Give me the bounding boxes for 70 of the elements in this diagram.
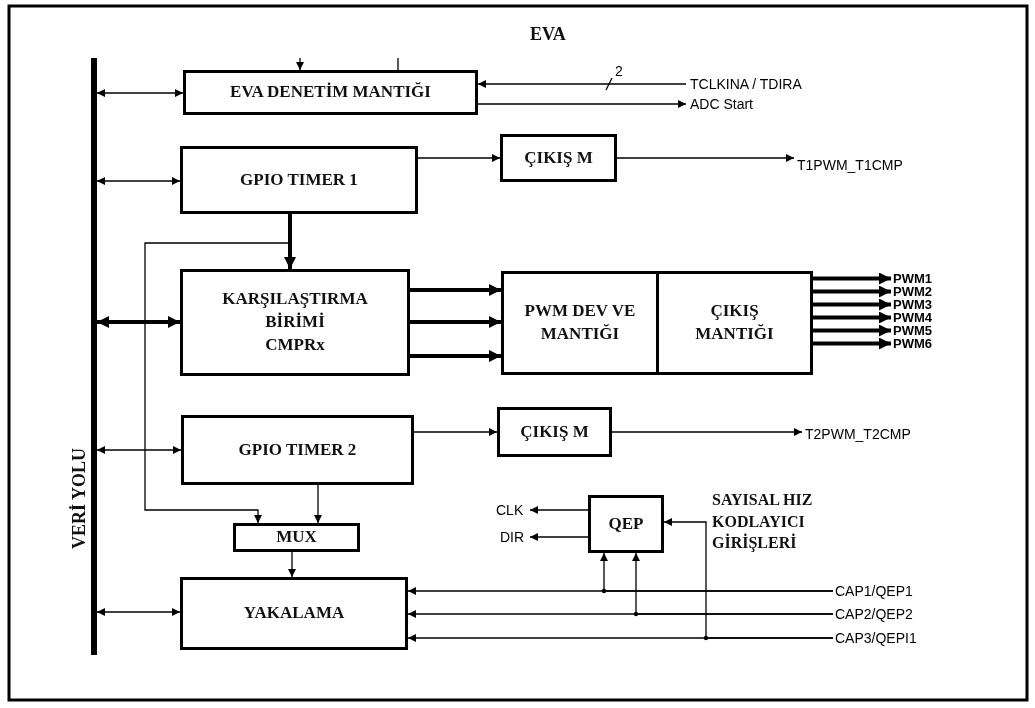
block-box	[497, 407, 612, 457]
arrow	[632, 552, 834, 615]
diagram-title: EVA	[530, 24, 566, 45]
block-label: KARŞILAŞTIRMA BİRİMİ CMPRx	[221, 288, 369, 356]
arrow	[611, 428, 803, 436]
block-label: YAKALAMA	[243, 602, 345, 625]
arrow	[314, 484, 322, 524]
arrow	[97, 316, 180, 328]
block-label: GPIO TIMER 2	[238, 438, 357, 461]
block-label: MUX	[276, 526, 317, 549]
arrow	[96, 177, 181, 185]
signal-label: CAP1/QEP1	[835, 582, 913, 600]
arrow	[410, 284, 501, 296]
arrow	[529, 506, 589, 514]
arrow	[477, 100, 687, 108]
arrow	[813, 324, 891, 337]
bus-label: VERİ YOLU	[68, 448, 90, 549]
group-heading: SAYISAL HIZ KODLAYICI GİRİŞLERİ	[712, 490, 814, 554]
arrow	[813, 285, 891, 298]
arrow	[477, 80, 687, 88]
arrow	[529, 533, 589, 541]
signal-label: PWM5	[893, 324, 932, 337]
arrow	[413, 428, 498, 436]
block-label: ÇIKIŞ MANTIĞI	[694, 300, 775, 345]
arrow	[296, 57, 304, 71]
signal-label: PWM1	[893, 272, 932, 285]
block-label: ÇIKIŞ M	[524, 146, 593, 169]
arrow	[96, 608, 181, 616]
block-box	[588, 495, 664, 553]
signal-label: PWM6	[893, 337, 932, 350]
block-label: PWM DEV VE MANTIĞI	[524, 300, 636, 345]
block-box	[180, 146, 418, 214]
arrow	[417, 154, 501, 162]
signal-label: PWM4	[893, 311, 932, 324]
block-label: EVA DENETİM MANTIĞI	[230, 81, 431, 104]
block-box	[180, 577, 408, 650]
block-label: QEP	[608, 512, 644, 535]
signal-label: PWM3	[893, 298, 932, 311]
signal-label: T2PWM_T2CMP	[805, 425, 911, 443]
arrow	[284, 214, 296, 269]
signal-label: DIR	[500, 528, 525, 546]
block-box	[183, 70, 478, 115]
block-label: GPIO TIMER 1	[240, 168, 358, 191]
arrow	[813, 272, 891, 285]
arrow	[600, 552, 834, 592]
arrow	[288, 551, 296, 578]
signal-label: PWM2	[893, 285, 932, 298]
block-box	[233, 523, 360, 552]
signal-label: T1PWM_T1CMP	[797, 156, 903, 174]
arrow	[616, 154, 795, 162]
block-box	[656, 271, 813, 375]
block-box	[180, 269, 410, 376]
arrow	[410, 350, 501, 362]
arrow	[663, 518, 834, 639]
block-label: ÇIKIŞ M	[520, 420, 589, 443]
arrow	[813, 337, 891, 350]
arrow	[96, 89, 184, 97]
block-box	[501, 271, 659, 375]
block-box	[500, 134, 617, 182]
signal-label: CAP3/QEPI1	[835, 629, 917, 647]
arrow	[410, 316, 501, 328]
signal-label: ADC Start	[690, 95, 753, 113]
signal-label: CLK	[496, 501, 524, 519]
signal-label: TCLKINA / TDIRA	[690, 75, 802, 93]
block-box	[181, 415, 414, 485]
arrow	[813, 311, 891, 324]
signal-label: CAP2/QEP2	[835, 605, 913, 623]
arrow	[96, 446, 182, 454]
connector-line	[397, 57, 399, 71]
arrow	[813, 298, 891, 311]
